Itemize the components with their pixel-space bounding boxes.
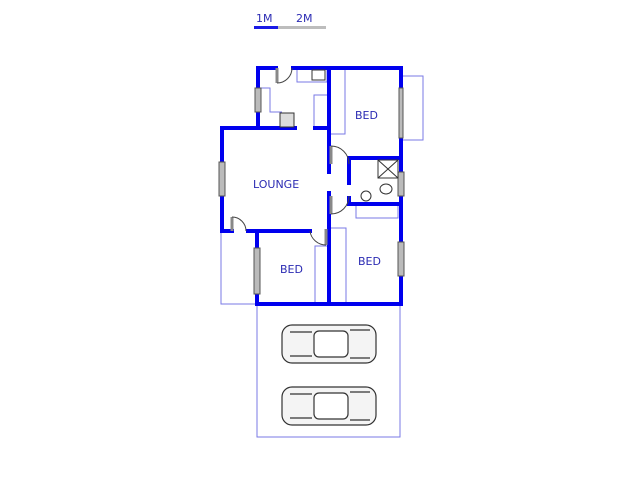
car-top bbox=[281, 324, 377, 364]
scale-bar: 1M 2M bbox=[254, 12, 328, 32]
shower-icon bbox=[377, 159, 399, 179]
walls bbox=[220, 66, 403, 306]
room-label-bed-right: BED bbox=[358, 255, 381, 268]
outline-lines bbox=[220, 66, 424, 438]
scale-bar-2m bbox=[278, 26, 326, 29]
window-bed-right bbox=[397, 241, 405, 277]
windows bbox=[218, 87, 405, 295]
window-kitchen bbox=[254, 87, 262, 113]
room-label-lounge: LOUNGE bbox=[253, 178, 299, 191]
scale-bar-1m bbox=[254, 26, 278, 29]
toilet-icon bbox=[379, 183, 393, 195]
stove-icon bbox=[279, 112, 295, 128]
car-bottom bbox=[281, 386, 377, 426]
scale-label-1m: 1M bbox=[256, 12, 273, 25]
room-label-bed-left: BED bbox=[280, 263, 303, 276]
scale-label-2m: 2M bbox=[296, 12, 313, 25]
fixtures bbox=[279, 69, 399, 202]
window-bed-left bbox=[253, 247, 261, 295]
doors bbox=[230, 67, 350, 246]
basin-icon bbox=[360, 190, 372, 202]
sink-icon bbox=[311, 69, 326, 81]
room-label-bed-top: BED bbox=[355, 109, 378, 122]
window-bed-top bbox=[398, 87, 404, 139]
window-bathroom bbox=[397, 171, 405, 197]
window-lounge bbox=[218, 161, 226, 197]
